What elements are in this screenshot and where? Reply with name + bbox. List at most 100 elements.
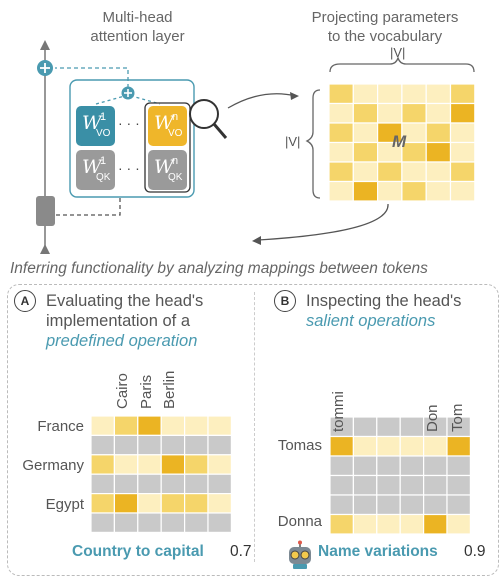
heatmap-a-cell xyxy=(90,454,115,475)
heatmap-b-cell xyxy=(446,494,471,516)
head-merge-path xyxy=(95,94,161,105)
projection-arrow xyxy=(227,93,297,109)
heatmap-a-cell xyxy=(90,512,115,533)
attention-title-line-1: Multi-head xyxy=(102,9,173,26)
vocab-label-top: |V| xyxy=(390,45,406,60)
panel-divider xyxy=(254,292,255,562)
heatmap-b xyxy=(329,416,471,535)
panel-b-title-highlight: salient operations xyxy=(306,312,436,330)
row-label-france: France xyxy=(37,418,84,435)
heatmap-a-cell xyxy=(113,454,139,475)
heatmap-b-cell xyxy=(352,455,378,477)
heatmap-a-cell xyxy=(184,493,209,514)
matrix-label: M xyxy=(392,132,407,151)
heatmap-b-cell xyxy=(423,494,448,516)
head-dots-top: · · · xyxy=(118,115,140,131)
inference-caption: Inferring functionality by analyzing map… xyxy=(10,260,428,277)
heatmap-b-cell xyxy=(376,494,401,516)
heatmap-b-cell xyxy=(423,435,448,457)
vocab-label-left: |V| xyxy=(285,134,301,149)
heatmap-b-cell xyxy=(329,513,354,535)
heatmap-a-cell xyxy=(160,454,186,475)
robot-icon xyxy=(289,540,311,569)
heatmap-b-cell xyxy=(446,435,471,457)
input-dashed-path xyxy=(56,197,121,216)
heatmap-a-cell xyxy=(160,434,186,456)
col-label-tommi: tommi xyxy=(330,391,347,432)
heatmap-a-cell xyxy=(137,454,162,475)
result-a-score: 0.7 xyxy=(230,543,252,560)
head-n-qk-weight: W n QK xyxy=(148,150,187,190)
heatmap-a-cell xyxy=(137,493,162,514)
heatmap-b-cell xyxy=(446,513,471,535)
magnifier-icon xyxy=(189,99,228,139)
projection-title-line-2: to the vocabulary xyxy=(327,28,443,45)
residual-arrow-bottom xyxy=(40,244,50,254)
heatmap-b-cell xyxy=(352,435,378,457)
heatmap-a-cell xyxy=(137,434,162,456)
heatmap-a-cell xyxy=(184,434,209,456)
head-1-qk-weight: W 1 QK xyxy=(76,150,115,190)
result-b-score: 0.9 xyxy=(464,543,486,560)
heatmap-a-cell xyxy=(90,434,115,456)
heatmap-b-cell xyxy=(352,513,378,535)
heatmap-a-cell xyxy=(184,454,209,475)
heatmap-a xyxy=(90,415,232,533)
heatmap-a-cell xyxy=(137,415,162,436)
vocab-matrix xyxy=(328,83,476,202)
panel-a-title: Evaluating the head's implementation of … xyxy=(46,291,203,351)
col-label-tom: Tom xyxy=(449,403,466,432)
heatmap-b-cell xyxy=(352,416,378,438)
heatmap-a-cell xyxy=(113,512,139,533)
heatmap-b-cell xyxy=(352,494,378,516)
heatmap-a-cell xyxy=(184,473,209,495)
heatmap-a-cell xyxy=(113,473,139,495)
heatmap-a-cell xyxy=(184,415,209,436)
heatmap-a-cell xyxy=(207,415,232,436)
heatmap-a-cell xyxy=(137,473,162,495)
heatmap-a-cell xyxy=(207,473,232,495)
heatmap-b-cell xyxy=(352,474,378,496)
inference-arrow xyxy=(257,203,389,241)
heatmap-b-cell xyxy=(376,416,401,438)
heatmap-b-cell xyxy=(329,474,354,496)
row-label-donna: Donna xyxy=(277,513,322,530)
heatmap-a-cell xyxy=(90,493,115,514)
heatmap-a-cell xyxy=(113,434,139,456)
row-label-tomas: Tomas xyxy=(277,437,322,454)
heatmap-b-cell xyxy=(399,494,425,516)
projection-title: Projecting parameters to the vocabulary xyxy=(295,8,475,46)
panel-b-title-line-1: Inspecting the head's xyxy=(306,292,462,310)
heatmap-b-cell xyxy=(399,513,425,535)
heatmap-a-cell xyxy=(207,512,232,533)
heatmap-b-cell xyxy=(423,513,448,535)
col-label-don: Don xyxy=(424,404,441,432)
left-brace xyxy=(305,89,321,199)
head-1-vo-weight: W 1 VO xyxy=(76,106,115,146)
bottom-panel xyxy=(7,284,499,576)
row-label-germany: Germany xyxy=(22,457,84,474)
attention-title: Multi-head attention layer xyxy=(70,8,205,46)
residual-arrow-head xyxy=(40,40,50,50)
head-n-vo-weight: W n VO xyxy=(148,106,187,146)
projection-arrow-head xyxy=(290,92,299,100)
result-b-name: Name variations xyxy=(318,543,438,560)
heatmap-b-cell xyxy=(376,455,401,477)
residual-plus-icon xyxy=(37,60,53,76)
inference-arrow-head xyxy=(252,236,261,245)
heatmap-b-cell xyxy=(446,455,471,477)
heatmap-b-cell xyxy=(423,455,448,477)
panel-b-title: Inspecting the head's salient operations xyxy=(306,291,461,331)
heatmap-b-cell xyxy=(399,435,425,457)
heatmap-a-cell xyxy=(160,493,186,514)
heatmap-a-cell xyxy=(160,512,186,533)
row-label-egypt: Egypt xyxy=(45,496,84,513)
heatmap-a-cell xyxy=(90,415,115,436)
attention-title-line-2: attention layer xyxy=(90,28,185,45)
heatmap-b-cell xyxy=(376,435,401,457)
heatmap-b-cell xyxy=(376,474,401,496)
heatmap-b-cell xyxy=(423,474,448,496)
heatmap-a-cell xyxy=(137,512,162,533)
heatmap-b-cell xyxy=(329,455,354,477)
